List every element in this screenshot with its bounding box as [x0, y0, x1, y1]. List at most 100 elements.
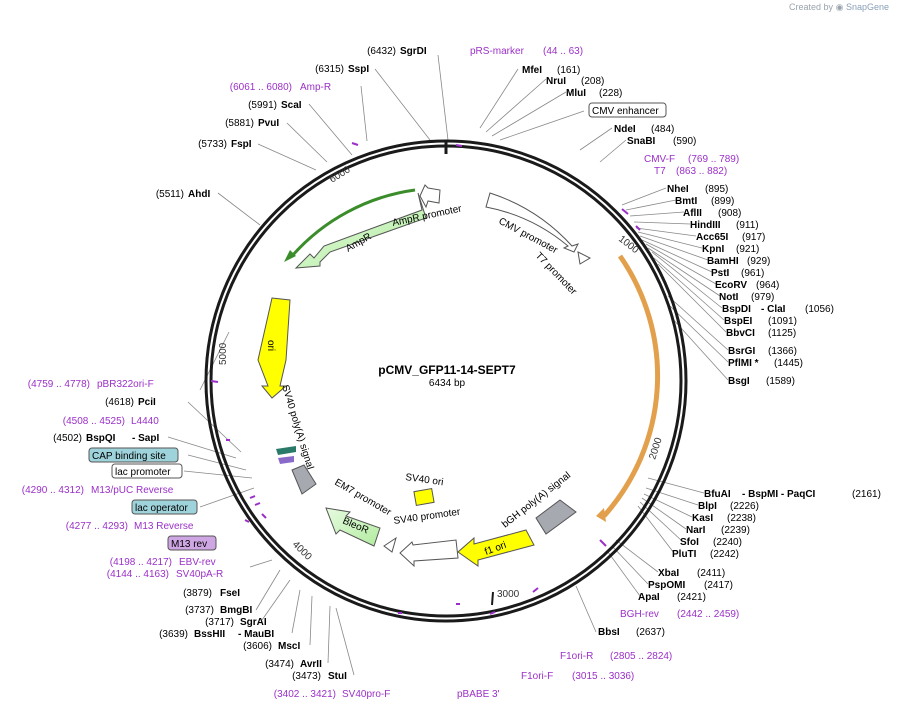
site-name-f1ori-f: F1ori-F: [521, 671, 553, 682]
site-extra-bsshii: - MauBI: [238, 629, 274, 640]
site-name-sgrdi: SgrDI: [400, 46, 427, 57]
site-name-sv40pa-r: SV40pA-R: [176, 569, 223, 580]
site-name-ecorv: EcoRV: [715, 280, 747, 291]
site-pos-nhei: (895): [705, 184, 728, 195]
site-pos-kasi: (2238): [727, 513, 756, 524]
site-extra-bspdi: - ClaI: [761, 304, 786, 315]
site-pos-cmv-f: (769 .. 789): [688, 154, 739, 165]
site-pos-psti: (961): [741, 268, 764, 279]
site-name-m13-reverse: M13 Reverse: [134, 521, 194, 532]
site-name-t7: T7: [654, 166, 666, 177]
site-pos-pluti: (2242): [710, 549, 739, 560]
site-name-bsrgi: BsrGI: [728, 346, 755, 357]
site-name-pspomi: PspOMI: [648, 580, 685, 591]
site-pos-kpni: (921): [736, 244, 759, 255]
site-pos-hindiii: (911): [736, 220, 759, 231]
site-name-pbabe-3: pBABE 3': [457, 689, 500, 700]
site-name-pvui: PvuI: [258, 118, 279, 129]
site-name-bbsi: BbsI: [598, 627, 620, 638]
site-name-amp-r: Amp-R: [300, 82, 331, 93]
site-name-bamhi: BamHI: [707, 256, 739, 267]
feature-t7-promoter-label: T7 promoter: [533, 250, 579, 297]
site-pos-prs-marker: (44 .. 63): [543, 46, 583, 57]
site-pos-bspdi: (1056): [805, 304, 834, 315]
feature-sv40-promoter: SV40 promoter: [393, 507, 462, 568]
site-pos-sgrdi: (6432): [367, 46, 396, 57]
tick-label-5000: 5000: [218, 342, 229, 365]
site-name-apai: ApaI: [638, 592, 660, 603]
site-pos-stui: (3473): [292, 671, 321, 682]
site-name-brui: NruI: [546, 76, 566, 87]
site-name-pbr322ori-f: pBR322ori-F: [97, 379, 154, 390]
boxed-label-cap-binding-site: CAP binding site: [92, 451, 166, 462]
site-pos-bspei: (1091): [768, 316, 797, 327]
site-name-sgrai: SgrAI: [240, 617, 267, 628]
site-name-fspi: FspI: [231, 139, 252, 150]
site-pos-msci: (3606): [243, 641, 272, 652]
left-site-labels: (5511) AhdI (5733) FspI (5881) PvuI (599…: [22, 46, 427, 700]
site-name-aflii: AflII: [683, 208, 702, 219]
site-pos-aflii: (908): [718, 208, 741, 219]
site-name-m13-puc-reverse: M13/pUC Reverse: [91, 485, 174, 496]
feature-bgh-polya: bGH poly(A) signal: [500, 470, 577, 535]
site-pos-bsgi: (1589): [766, 376, 795, 387]
ampr-track: [290, 188, 416, 257]
site-pos-nari: (2239): [721, 525, 750, 536]
site-pos-pspomi: (2417): [704, 580, 733, 591]
site-pos-pcii: (4618): [105, 397, 134, 408]
site-name-l4440: L4440: [131, 416, 159, 427]
feature-t7-promoter: T7 promoter: [533, 250, 592, 298]
site-pos-bsshii: (3639): [159, 629, 188, 640]
site-pos-avrii: (3474): [265, 659, 294, 670]
feature-sv40-polya-left: SV40 poly(A) signal: [276, 384, 317, 495]
site-name-scai: ScaI: [281, 100, 302, 111]
site-pos-sv40pro-f: (3402 .. 3421): [274, 689, 336, 700]
site-pos-bmti: (899): [711, 196, 734, 207]
site-name-avrii: AvrII: [300, 659, 322, 670]
site-pos-bsrgi: (1366): [768, 346, 797, 357]
leader-lines: [167, 54, 729, 676]
right-site-labels: pRS-marker (44 .. 63) MfeI (161) NruI (2…: [457, 46, 881, 700]
ampr-track-head: [284, 250, 296, 262]
site-pos-l4440: (4508 .. 4525): [63, 416, 125, 427]
site-pos-fsei: (3879): [183, 588, 212, 599]
site-pos-ahdi: (5511): [156, 189, 184, 200]
site-pos-xbai: (2411): [697, 568, 725, 579]
site-name-sfoi: SfoI: [680, 537, 699, 548]
site-pos-pvui: (5881): [225, 118, 254, 129]
credit-prefix: Created by: [789, 2, 834, 12]
site-extra-bfuai: - BspMI - PaqCI: [742, 489, 816, 500]
site-pos-sfoi: (2240): [713, 537, 742, 548]
site-name-f1ori-r: F1ori-R: [560, 651, 593, 662]
site-name-bspqi: BspQI: [86, 433, 116, 444]
site-pos-acc65i: (917): [742, 232, 765, 243]
site-name-hindiii: HindIII: [690, 220, 721, 231]
site-name-pflmi: PflMI *: [728, 358, 759, 369]
site-name-sspi: SspI: [348, 64, 369, 75]
site-pos-bfuai: (2161): [852, 489, 881, 500]
site-pos-m13-puc-reverse: (4290 .. 4312): [22, 485, 84, 496]
site-pos-mfei: (161): [557, 65, 580, 76]
plasmid-size: 6434 bp: [429, 378, 466, 389]
feature-ori: ori: [257, 297, 291, 399]
site-pos-blpi: (2226): [730, 501, 759, 512]
snapgene-credit: Created by ◉ SnapGene: [789, 2, 889, 13]
site-pos-sspi: (6315): [315, 64, 344, 75]
site-extra-bspqi: - SapI: [132, 433, 159, 444]
site-name-mlui: MluI: [566, 88, 586, 99]
site-name-prs-marker: pRS-marker: [470, 46, 525, 57]
site-name-stui: StuI: [328, 671, 347, 682]
site-pos-scai: (5991): [248, 100, 277, 111]
site-pos-brui: (208): [581, 76, 604, 87]
site-name-blpi: BlpI: [698, 501, 717, 512]
site-name-ahdi: AhdI: [188, 189, 210, 200]
site-pos-f1ori-r: (2805 .. 2824): [610, 651, 672, 662]
primer-marks: [210, 142, 641, 615]
site-name-bmgbi: BmgBI: [220, 605, 252, 616]
site-name-bsgi: BsgI: [728, 376, 750, 387]
feature-sv40-ori: SV40 ori: [405, 472, 444, 507]
feature-bleor: BleoR: [325, 507, 381, 547]
feature-ori-label: ori: [265, 340, 276, 351]
site-name-kasi: KasI: [692, 513, 713, 524]
site-pos-m13-reverse: (4277 .. 4293): [66, 521, 128, 532]
